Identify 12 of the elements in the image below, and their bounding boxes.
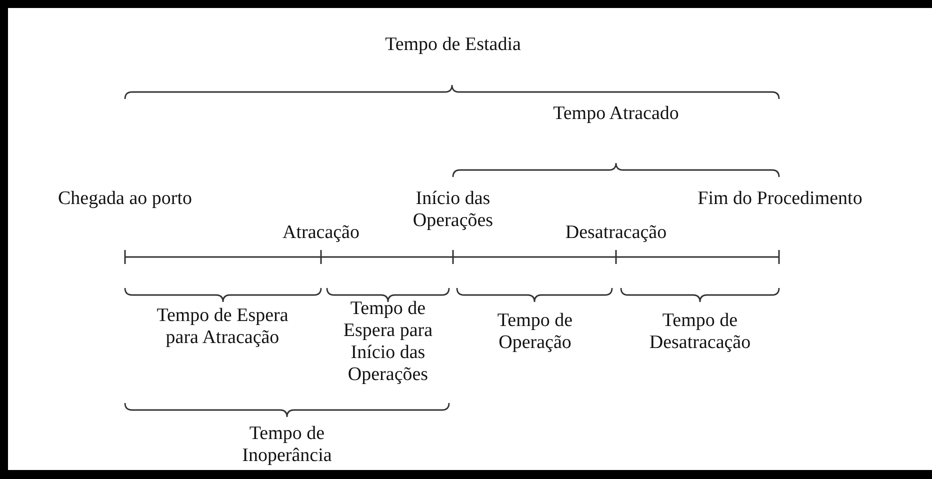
time-label: Tempo Atracado: [552, 103, 680, 125]
time-label: Desatracação: [564, 222, 668, 244]
time-label: Tempo de Operação: [496, 310, 574, 354]
time-label: Chegada ao porto: [56, 188, 193, 210]
time-label: Tempo de Desatracação: [648, 310, 752, 354]
time-label: Tempo de Espera para Atracação: [156, 305, 290, 349]
time-label: Tempo de Estadia: [384, 34, 522, 56]
time-label: Fim do Procedimento: [696, 188, 864, 210]
time-label: Atracação: [282, 222, 360, 244]
time-label: Tempo de Espera para Início das Operações: [342, 298, 434, 386]
time-label: Início das Operações: [412, 188, 494, 232]
time-label: Tempo de Inoperância: [241, 423, 333, 467]
